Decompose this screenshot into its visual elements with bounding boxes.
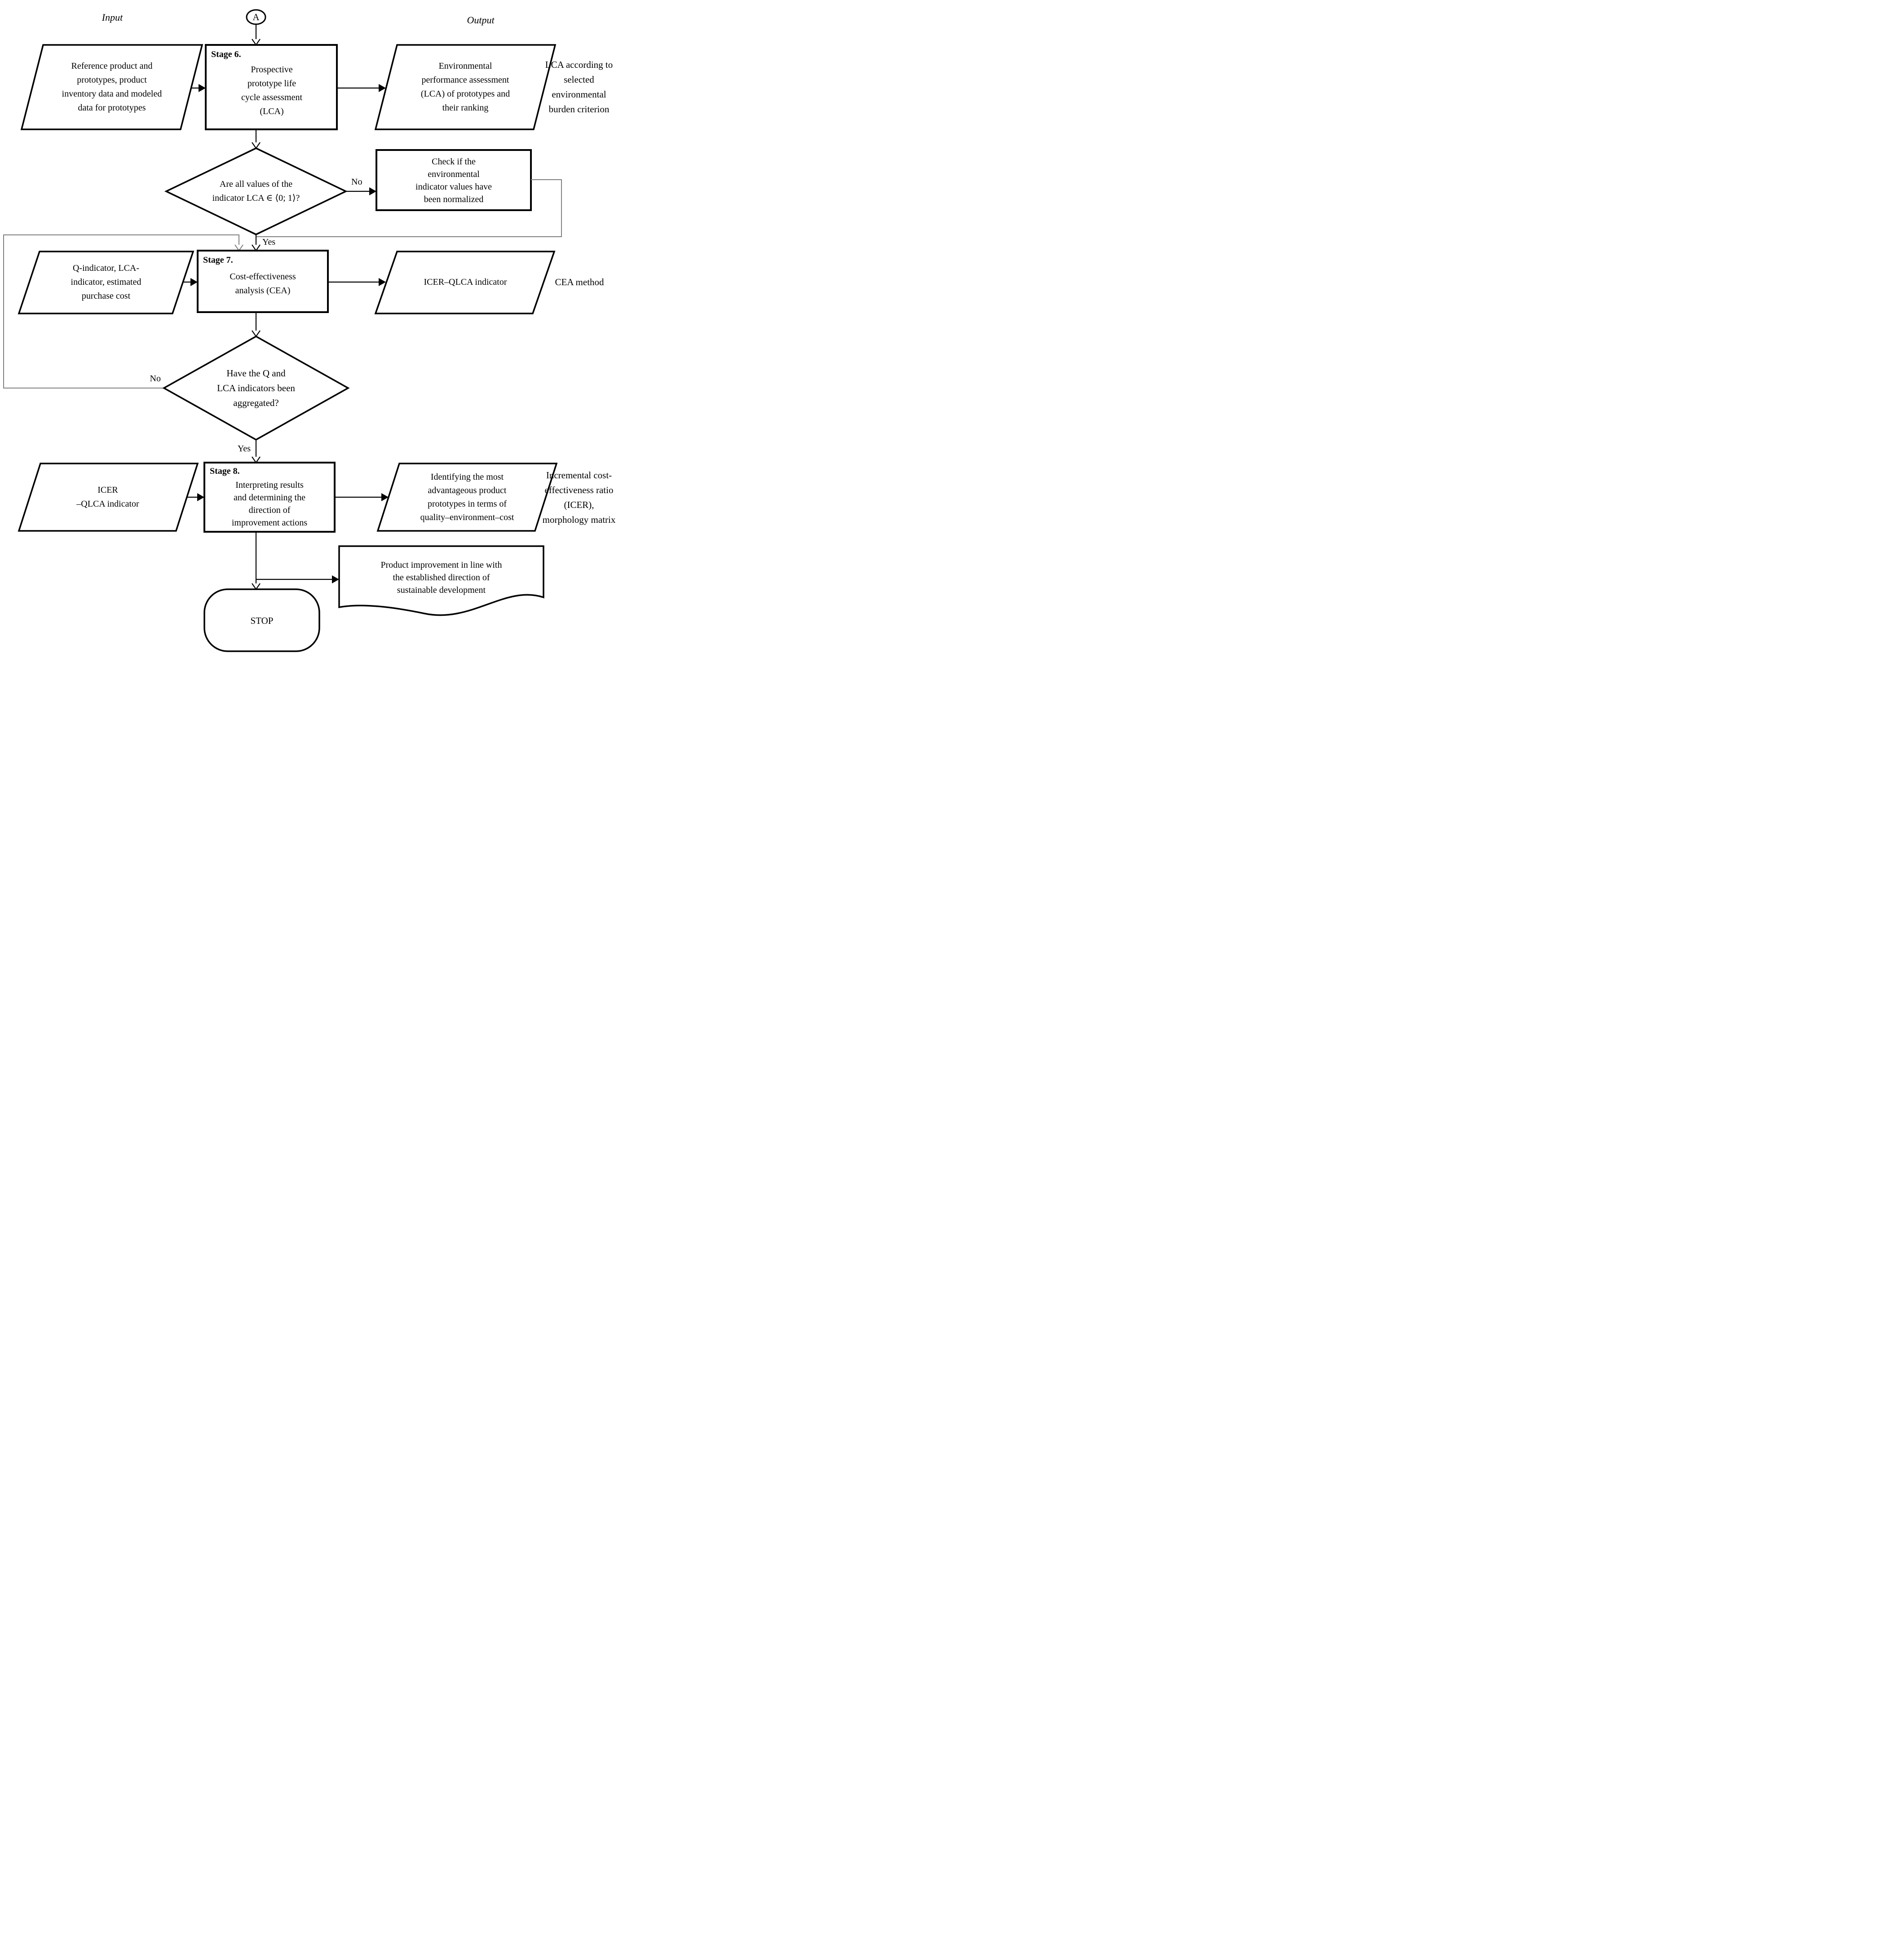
- flowchart-shapes: [3, 9, 562, 652]
- arrowhead-stage8-to-output: [381, 493, 389, 501]
- flowchart-qlca-stages: Input A Output Reference product and pro…: [0, 0, 626, 653]
- decision2-text: Have the Q and LCA indicators been aggre…: [217, 368, 295, 408]
- parallelogram-row1-output: [374, 44, 557, 130]
- parallelogram-row1-input: [20, 44, 203, 130]
- stage6-box: [205, 44, 338, 130]
- stop-label: STOP: [250, 615, 274, 626]
- output-column-label: Output: [467, 14, 495, 26]
- arrowhead-stage7-to-output: [379, 278, 386, 286]
- stage8-title: Stage 8.: [210, 466, 240, 476]
- arrowhead-row2-input-to-stage7: [190, 278, 198, 286]
- stage6-title: Stage 6.: [211, 49, 241, 59]
- stage6-text: Prospective prototype life cycle assessm…: [241, 65, 303, 116]
- parallelogram-row3-input: [18, 463, 199, 532]
- check-normalized-text: Check if the environmental indicator val…: [415, 157, 492, 204]
- row1-output-text: Environmental performance assessment (LC…: [420, 61, 510, 113]
- stage7-text: Cost-effectiveness analysis (CEA): [230, 272, 296, 296]
- parallelogram-row3-output: [376, 463, 558, 532]
- row2-output-text: ICER–QLCA indicator: [424, 277, 507, 287]
- loop-checkbox-return-line: [256, 179, 562, 237]
- document-text: Product improvement in line with the est…: [380, 560, 502, 595]
- decision1-yes-label: Yes: [262, 237, 276, 247]
- row1-input-text: Reference product and prototypes, produc…: [62, 61, 162, 113]
- arrowhead-branch-to-document: [332, 575, 339, 583]
- input-column-label: Input: [102, 12, 123, 23]
- loop-decision2-no-line: [3, 234, 239, 388]
- parallelogram-row2-input: [18, 251, 194, 314]
- arrowhead-row1-input-to-stage6: [199, 84, 206, 92]
- connector-a-circle: [246, 9, 266, 25]
- arrowhead-stage8-to-stop: [252, 583, 261, 590]
- row3-output-text: Identifying the most advantageous produc…: [420, 472, 514, 522]
- arrowhead-decision1-no: [369, 187, 376, 195]
- stage8-box: [203, 462, 336, 533]
- decision1-text: Are all values of the indicator LCA ∈ ⟨0…: [212, 179, 300, 203]
- stage7-box: [197, 250, 329, 313]
- row2-note: CEA method: [555, 277, 604, 287]
- arrowhead-stage6-to-decision1: [252, 142, 261, 149]
- document-improvement-shape: [338, 545, 544, 616]
- stage8-text: Interpreting results and determining the…: [231, 480, 308, 528]
- arrowhead-stage6-to-output: [379, 84, 386, 92]
- connector-a-label: A: [252, 12, 260, 22]
- parallelogram-row2-output: [374, 251, 556, 314]
- decision2-no-label: No: [150, 374, 161, 384]
- row2-input-text: Q-indicator, LCA- indicator, estimated p…: [71, 263, 141, 301]
- row3-input-text: ICER –QLCA indicator: [76, 485, 139, 509]
- row3-note: Incremental cost- effectiveness ratio (I…: [542, 470, 616, 525]
- stop-terminal: [203, 588, 320, 652]
- decision1-no-label: No: [351, 177, 362, 187]
- arrowhead-row3-input-to-stage8: [197, 493, 204, 501]
- stage7-title: Stage 7.: [203, 255, 233, 265]
- decision2-yes-label: Yes: [237, 444, 251, 454]
- check-normalized-box: [376, 149, 532, 211]
- row1-note: LCA according to selected environmental …: [545, 59, 613, 115]
